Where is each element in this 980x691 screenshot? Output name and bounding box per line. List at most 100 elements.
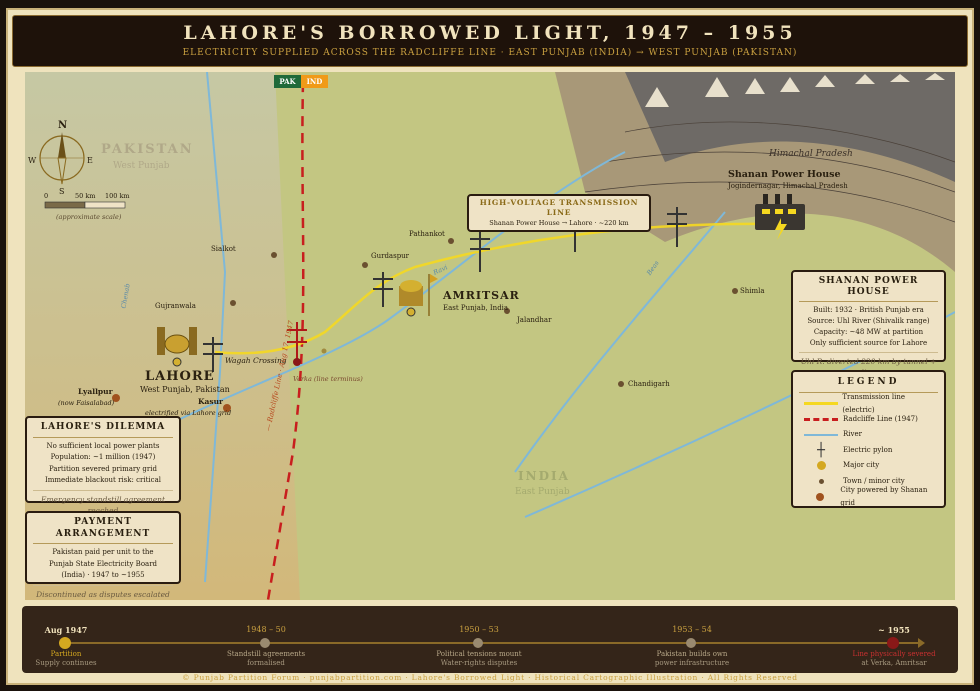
city-lahore-sub: West Punjab, Pakistan (140, 385, 230, 394)
payment-line: (India) · 1947 to ~1955 (61, 571, 145, 579)
region-india-sub: East Punjab (515, 487, 570, 497)
city-sialkot: Sialkot (211, 245, 236, 253)
verka-label: Verka (line terminus) (293, 375, 363, 383)
electric-pylon (667, 207, 687, 247)
event-detail: Water-rights disputes (440, 659, 518, 667)
lahore-fort-icon (157, 327, 197, 367)
city-amritsar-sub: East Punjab, India (443, 304, 509, 312)
payment-title: PAYMENT ARRANGEMENT (33, 517, 173, 544)
region-pakistan: PAKISTAN (101, 142, 194, 157)
river-beas (514, 211, 726, 473)
power-house-name: Shanan Power House (728, 169, 841, 180)
legend-label: Transmission line (electric) (842, 392, 906, 414)
scale-bar (44, 201, 126, 209)
event-dot (686, 638, 696, 648)
compass-icon (39, 132, 85, 185)
legend-item: Major city (799, 458, 938, 474)
legend-item: Transmission line (electric) (799, 393, 938, 414)
river-swatch (804, 433, 838, 436)
pylon-icon: ┼ (817, 442, 825, 458)
event-detail: Supply continues (35, 659, 97, 667)
event-detail: power infrastructure (654, 659, 730, 667)
dilemma-title: LAHORE'S DILEMMA (33, 422, 173, 438)
city-gujranwala: Gujranwala (155, 302, 196, 310)
dilemma-line: No sufficient local power plants (46, 441, 160, 450)
city-chandigarh: Chandigarh (628, 380, 670, 388)
legend-label: City powered by Shanan grid (840, 485, 928, 507)
event-title: Standstill agreements (226, 650, 306, 658)
timeline-arrow-icon (918, 638, 925, 648)
legend-item: ┼ Electric pylon (799, 443, 938, 459)
transmission-line-swatch (803, 402, 838, 406)
compass-e: E (87, 156, 93, 165)
event-date: 1950 – 53 (459, 625, 499, 634)
amritsar-temple-icon (399, 274, 438, 317)
dilemma-note: Emergency standstill agreement reached (33, 489, 173, 517)
electric-pylon (373, 272, 393, 307)
payment-note: Discontinued as disputes escalated (33, 584, 173, 601)
footer-copyright: © Punjab Partition Forum · punjabpartiti… (182, 673, 798, 682)
callout-sub: Shanan Power House → Lahore · ~220 km (489, 219, 629, 227)
city-shimla: Shimla (740, 287, 765, 295)
city-lyallpur-sub: (now Faisalabad) (58, 399, 115, 407)
city-jalandhar: Jalandhar (517, 316, 552, 324)
ind-tag: IND (301, 75, 328, 88)
city-kasur: Kasur (198, 397, 224, 406)
legend-label: Radcliffe Line (1947) (843, 414, 918, 423)
event-date: 1948 – 50 (246, 625, 286, 634)
page-subtitle: ELECTRICITY SUPPLIED ACROSS THE RADCLIFF… (182, 48, 798, 58)
scale-zero: 0 (44, 192, 49, 200)
event-dot (59, 637, 71, 649)
event-detail: formalised (247, 659, 285, 667)
pak-tag: PAK (274, 75, 301, 88)
payment-line: Punjab State Electricity Board (48, 559, 158, 568)
compass-n: N (58, 120, 68, 131)
legend-item: River (799, 427, 938, 443)
city-lyallpur: Lyallpur (78, 387, 113, 396)
event-dot (260, 638, 270, 648)
city-kasur-sub: electrified via Lahore grid (145, 409, 232, 417)
event-title: Line physically severed (852, 650, 936, 658)
shanan-info-box: SHANAN POWER HOUSE Built: 1932 · British… (791, 270, 946, 377)
river-chenab (204, 72, 227, 583)
city-dots (230, 238, 738, 387)
header: LAHORE'S BORROWED LIGHT, 1947 – 1955 ELE… (12, 15, 968, 67)
electric-pylon (470, 232, 490, 272)
shanan-line: Source: Uhl River (Shivalik range) (807, 317, 930, 325)
legend-box: LEGEND Transmission line (electric) Radc… (791, 370, 946, 508)
legend-title: LEGEND (799, 376, 938, 393)
shanan-line: Only sufficient source for Lahore (809, 339, 928, 347)
legend-label: Major city (843, 461, 880, 470)
shanan-powered-cities (112, 358, 301, 412)
region-india: INDIA (518, 469, 570, 483)
compass-w: W (28, 156, 37, 165)
page-title: LAHORE'S BORROWED LIGHT, 1947 – 1955 (183, 22, 797, 44)
event-title: Partition (50, 650, 82, 658)
major-city-icon (816, 461, 826, 471)
event-dot (473, 638, 483, 648)
lahores-dilemma-box: LAHORE'S DILEMMA No sufficient local pow… (25, 416, 181, 515)
region-pakistan-sub: West Punjab (113, 161, 170, 171)
scale-note: (approximate scale) (56, 213, 122, 221)
city-gurdaspur: Gurdaspur (371, 252, 410, 260)
legend-item: City powered by Shanan grid (799, 486, 938, 507)
event-title: Political tensions mount (436, 650, 522, 658)
legend-item: Town / minor city (799, 474, 938, 490)
power-house-location: Jogindernagar, Himachal Pradesh (728, 182, 848, 190)
event-title: Pakistan builds own (656, 650, 728, 658)
payment-arrangement-box: PAYMENT ARRANGEMENT Pakistan paid per un… (25, 511, 181, 599)
shanan-line: Capacity: ~48 MW at partition (813, 328, 924, 336)
severed-pylon (287, 322, 307, 362)
dilemma-line: Immediate blackout risk: critical (45, 476, 161, 484)
city-lahore: LAHORE (145, 369, 215, 384)
legend-label: Electric pylon (843, 445, 893, 454)
power-house-icon (755, 194, 805, 240)
event-date: 1953 – 54 (672, 625, 712, 634)
town-icon (818, 478, 824, 484)
region-himachal: Himachal Pradesh (769, 149, 853, 159)
event-date: Aug 1947 (44, 625, 88, 635)
event-detail: at Verka, Amritsar (861, 659, 927, 667)
radcliffe-line (266, 81, 305, 600)
payment-line: Pakistan paid per unit to the (52, 548, 154, 556)
